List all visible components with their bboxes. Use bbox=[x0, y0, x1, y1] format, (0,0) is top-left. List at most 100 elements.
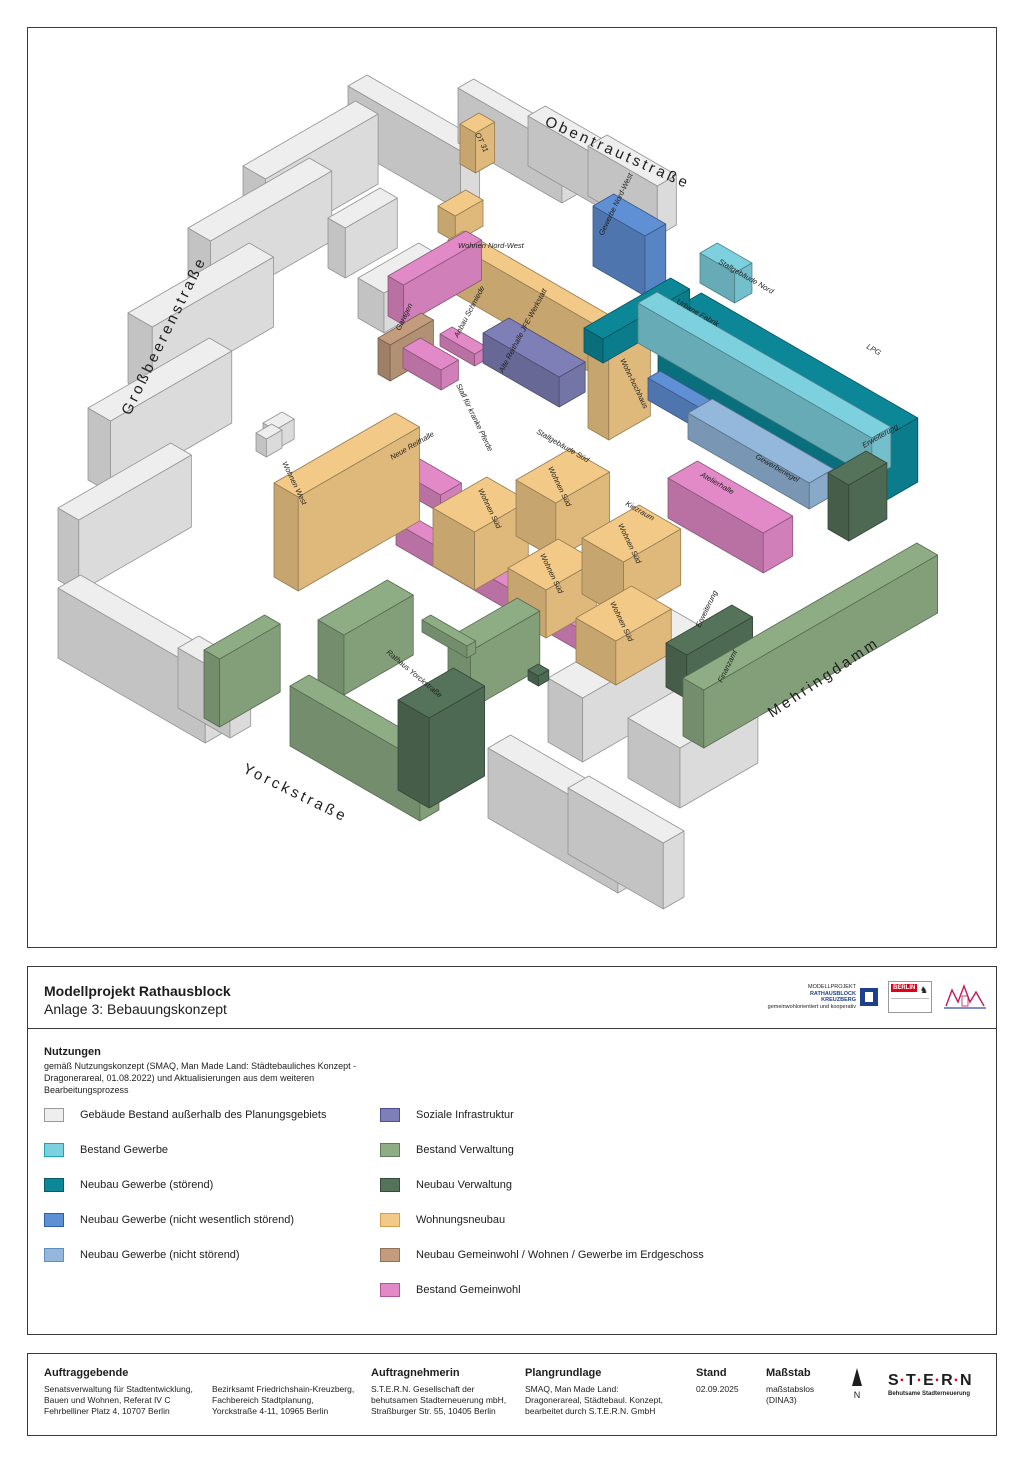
building-wohnen-sued-4 bbox=[581, 504, 682, 563]
legend-swatch bbox=[380, 1108, 400, 1122]
footer-auftraggebende-bezirk: Bezirksamt Friedrichshain-Kreuzberg, Fac… bbox=[212, 1384, 354, 1417]
footer-massstab-heading: Maßstab bbox=[766, 1367, 811, 1379]
building-rathaus-neubau bbox=[397, 667, 486, 719]
legend-description: gemäß Nutzungskonzept (SMAQ, Man Made La… bbox=[44, 1061, 357, 1095]
legend-swatch bbox=[380, 1248, 400, 1262]
buildings-layer bbox=[57, 74, 939, 910]
legend-swatch bbox=[44, 1143, 64, 1157]
footer-plan-line3: bearbeitet durch S.T.E.R.N. GmbH bbox=[525, 1406, 656, 1416]
existing-building-13-side-right bbox=[662, 830, 685, 910]
berlin-logo-lines bbox=[891, 998, 929, 1011]
document-title: Modellprojekt Rathausblock bbox=[44, 983, 231, 999]
building-wohnen-west bbox=[273, 412, 420, 498]
legend-item: Bestand Gewerbe bbox=[44, 1143, 168, 1157]
stern-logo-s: S bbox=[888, 1372, 900, 1389]
stern-logo: S·T·E·R·N Behutsame Stadterneuerung bbox=[888, 1372, 973, 1397]
stern-logo-t: T bbox=[906, 1372, 917, 1389]
footer-bezirk-line2: Fachbereich Stadtplanung, bbox=[212, 1395, 314, 1405]
building-verwaltung-west bbox=[203, 614, 281, 660]
building-wohnen-sued-5 bbox=[575, 585, 672, 642]
legend-label: Bestand Verwaltung bbox=[416, 1144, 514, 1156]
building-small-kiosk bbox=[527, 663, 550, 677]
building-gemeinwohl-brown bbox=[377, 312, 434, 346]
north-arrow-icon bbox=[852, 1368, 862, 1386]
building-stallgebaeude-nord-head bbox=[699, 242, 753, 274]
legend-label: Neubau Gemeinwohl / Wohnen / Gewerbe im … bbox=[416, 1249, 704, 1261]
legend-label: Soziale Infrastruktur bbox=[416, 1109, 514, 1121]
building-rathaus-north-wing bbox=[317, 579, 414, 636]
legend-item: Neubau Verwaltung bbox=[380, 1178, 512, 1192]
footer-auftraggebende-senat: Auftraggebende Senatsverwaltung für Stad… bbox=[44, 1368, 193, 1417]
title-block: Modellprojekt Rathausblock Anlage 3: Beb… bbox=[44, 983, 231, 1017]
building-gewerberiegel bbox=[687, 398, 834, 484]
logo-mp-line2: RATHAUSBLOCK bbox=[809, 990, 856, 997]
building-rathaus-shed bbox=[421, 614, 477, 647]
legend-label: Neubau Gewerbe (störend) bbox=[80, 1179, 214, 1191]
footer-panel: Auftraggebende Senatsverwaltung für Stad… bbox=[27, 1353, 997, 1436]
building-ot31-annex bbox=[437, 189, 484, 217]
legend-item: Neubau Gewerbe (störend) bbox=[44, 1178, 213, 1192]
legend-label: Bestand Gewerbe bbox=[80, 1144, 169, 1156]
legend-item: Neubau Gewerbe (nicht störend) bbox=[44, 1248, 240, 1262]
legend-divider bbox=[28, 1028, 996, 1029]
building-ot31 bbox=[459, 112, 496, 134]
legend-label: Neubau Gewerbe (nicht störend) bbox=[80, 1249, 240, 1261]
legend-swatch bbox=[380, 1283, 400, 1297]
footer-plangrundlage: Plangrundlage SMAQ, Man Made Land: Drago… bbox=[525, 1368, 663, 1417]
footer-stand-value: 02.09.2025 bbox=[696, 1384, 739, 1394]
legend-item: Soziale Infrastruktur bbox=[380, 1108, 514, 1122]
footer-massstab-line1: maßstabslos bbox=[766, 1384, 815, 1394]
stern-logo-wordmark: S·T·E·R·N bbox=[888, 1372, 973, 1389]
legend-swatch bbox=[380, 1213, 400, 1227]
legend-heading: Nutzungen bbox=[44, 1046, 101, 1058]
existing-building-9 bbox=[57, 442, 192, 521]
modellprojekt-logo: MODELLPROJEKT RATHAUSBLOCK KREUZBERG gem… bbox=[768, 984, 878, 1010]
building-stall-pferde bbox=[402, 337, 459, 371]
footer-plan-line1: SMAQ, Man Made Land: bbox=[525, 1384, 619, 1394]
legend-swatch bbox=[44, 1178, 64, 1192]
existing-building-17-side-left bbox=[327, 217, 346, 279]
existing-building-13 bbox=[567, 775, 685, 844]
existing-building-7 bbox=[127, 242, 274, 328]
building-wohnen-sued-2 bbox=[515, 448, 610, 504]
footer-stand: Stand 02.09.2025 bbox=[696, 1368, 739, 1395]
logo-row: MODELLPROJEKT RATHAUSBLOCK KREUZBERG gem… bbox=[768, 981, 988, 1013]
building-garagen bbox=[387, 230, 482, 286]
building-stallgebaeude-nord bbox=[637, 291, 892, 439]
legend-swatch bbox=[44, 1108, 64, 1122]
footer-senat-line2: Bauen und Wohnen, Referat IV C bbox=[44, 1395, 171, 1405]
building-urbane-fabrik-wing bbox=[583, 277, 691, 340]
district-logo-icon bbox=[944, 984, 986, 1009]
footer-stern-line2: behutsamen Stadterneuerung mbH, bbox=[371, 1395, 507, 1405]
legend-item: Neubau Gewerbe (nicht wesentlich störend… bbox=[44, 1213, 294, 1227]
footer-auftraggebende-heading: Auftraggebende bbox=[44, 1367, 129, 1379]
legend-item: Bestand Gemeinwohl bbox=[380, 1283, 521, 1297]
north-label: N bbox=[853, 1390, 861, 1400]
existing-building-6 bbox=[187, 157, 333, 242]
footer-bezirk-line3: Yorckstraße 4-11, 10965 Berlin bbox=[212, 1406, 329, 1416]
modellprojekt-mark-icon bbox=[860, 988, 878, 1006]
logo-mp-line3: KREUZBERG bbox=[821, 997, 856, 1003]
bear-icon: ♞ bbox=[919, 985, 928, 995]
footer-stern-line3: Straßburger Str. 55, 10405 Berlin bbox=[371, 1406, 496, 1416]
stern-logo-e: E bbox=[923, 1372, 935, 1389]
label-stall-pferde: Stall für kranke Pferde bbox=[454, 382, 495, 453]
existing-building-5 bbox=[242, 100, 379, 180]
footer-plan-line2: Dragonerareal, Städtebaul. Konzept, bbox=[525, 1395, 663, 1405]
footer-massstab-line2: (DINA3) bbox=[766, 1395, 797, 1405]
legend-item: Neubau Gemeinwohl / Wohnen / Gewerbe im … bbox=[380, 1248, 704, 1262]
footer-massstab: Maßstab maßstabslos (DINA3) bbox=[766, 1368, 814, 1406]
legend-label: Gebäude Bestand außerhalb des Planungsge… bbox=[80, 1109, 327, 1121]
existing-building-17 bbox=[327, 187, 398, 229]
building-erweiterung-2 bbox=[665, 604, 753, 656]
footer-bezirk-line1: Bezirksamt Friedrichshain-Kreuzberg, bbox=[212, 1384, 355, 1394]
footer-senat-line3: Fehrbelliner Platz 4, 10707 Berlin bbox=[44, 1406, 170, 1416]
building-atelierhalle bbox=[667, 460, 794, 534]
legend-item: Wohnungsneubau bbox=[380, 1213, 505, 1227]
building-rathaus-neubau-side-left bbox=[397, 699, 430, 809]
label-wohnen-nordwest: Wohnen Nord-West bbox=[458, 241, 525, 250]
berlin-logo-text: BERLIN bbox=[891, 984, 918, 992]
label-lpg: LPG bbox=[865, 342, 883, 357]
legend-item: Bestand Verwaltung bbox=[380, 1143, 514, 1157]
